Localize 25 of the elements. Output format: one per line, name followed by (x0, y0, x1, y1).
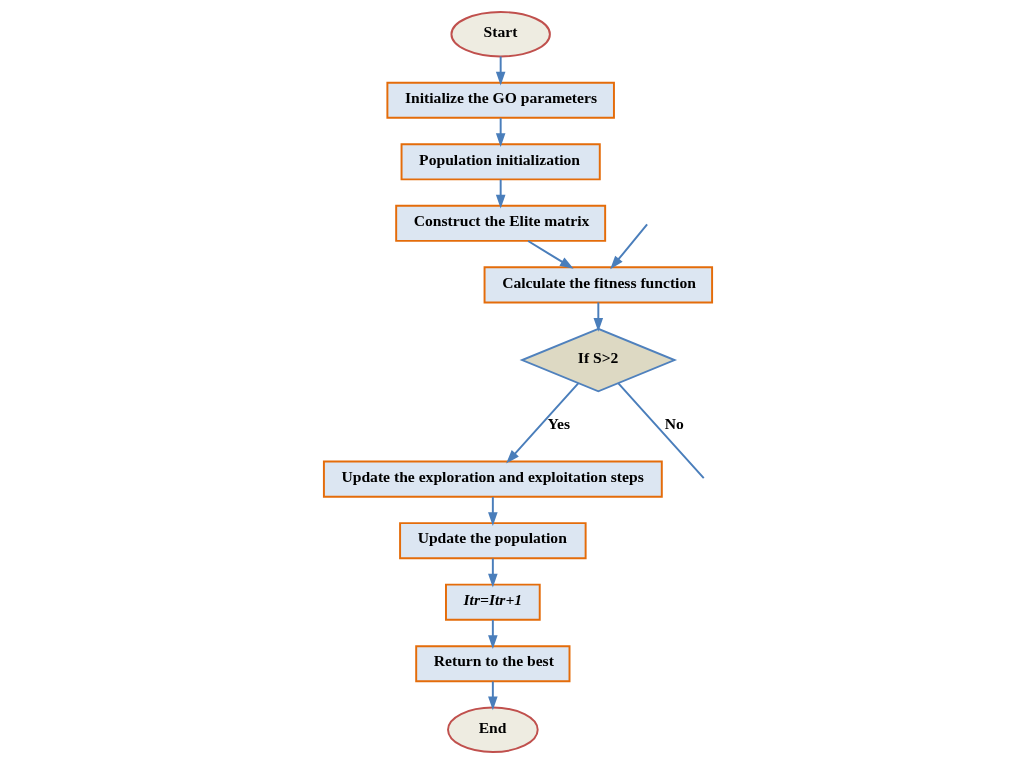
arrow (593, 301, 603, 332)
node-box: Update the population (398, 522, 587, 560)
arrow (495, 117, 505, 147)
arrow (487, 680, 498, 711)
connector (616, 382, 705, 480)
node-box: Construct the Elite matrix (394, 204, 606, 242)
arrow (487, 619, 498, 649)
arrow (495, 178, 505, 209)
node-diamond: If S>2 (519, 327, 677, 393)
arrow (505, 382, 579, 464)
node-box: Return to the best (414, 645, 570, 683)
arrow (487, 496, 498, 526)
node-box: Calculate the fitness function (483, 266, 713, 304)
node-box: Population initialization (400, 143, 601, 181)
node-ellipse: Start (449, 11, 551, 58)
arrow (526, 240, 574, 269)
node-ellipse: End (446, 706, 539, 753)
node-box: Update the exploration and exploitation steps (322, 460, 663, 498)
arrow (609, 223, 648, 270)
arrow (495, 55, 505, 86)
arrow (487, 557, 498, 588)
edge-label: Yes (547, 415, 570, 433)
edge-label: No (664, 415, 684, 433)
node-box: Initialize the GO parameters (385, 81, 615, 119)
node-box: Itr=Itr+1 (444, 583, 541, 621)
